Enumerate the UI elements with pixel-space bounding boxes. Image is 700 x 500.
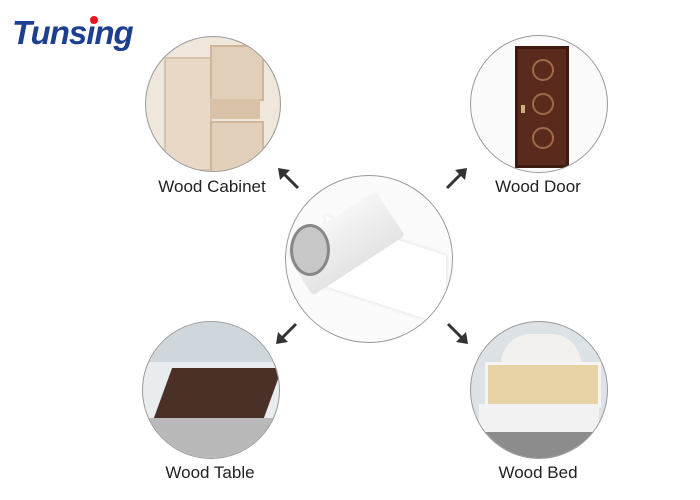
adhesive-film-roll-image <box>285 175 453 343</box>
wood-cabinet-image <box>145 36 281 172</box>
arrow-to-bed-icon <box>446 322 468 344</box>
arrow-to-door-icon <box>445 168 467 190</box>
arrow-to-cabinet-icon <box>278 168 300 190</box>
logo-dot <box>90 16 98 24</box>
wood-bed-image <box>470 321 608 459</box>
wood-bed-label: Wood Bed <box>498 463 578 482</box>
wood-door-label: Wood Door <box>495 177 581 196</box>
wood-table-label: Wood Table <box>165 463 255 482</box>
brand-logo: Tunsing <box>12 14 134 51</box>
wood-table-image <box>142 321 280 459</box>
wood-cabinet-label: Wood Cabinet <box>158 177 266 196</box>
wood-door-image <box>470 35 608 173</box>
arrow-to-table-icon <box>276 322 298 344</box>
